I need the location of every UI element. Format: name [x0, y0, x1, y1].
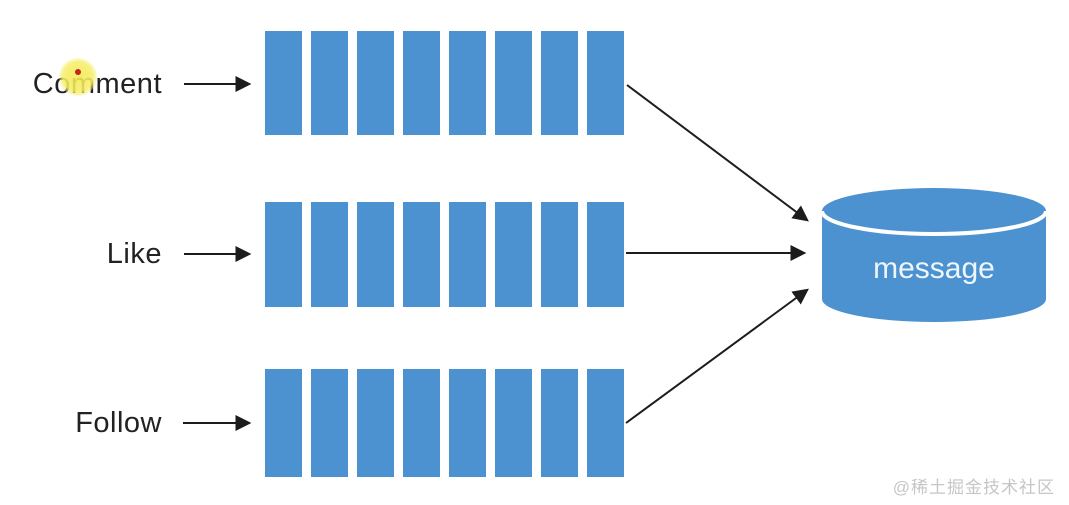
queue-slot	[357, 202, 394, 307]
queue-slot	[587, 202, 624, 307]
queue-slot	[357, 31, 394, 135]
queue-slot	[541, 202, 578, 307]
cylinder-top	[822, 188, 1046, 234]
laser-highlight	[59, 58, 97, 96]
queue-slot	[265, 369, 302, 477]
queue-slot	[357, 369, 394, 477]
queue-slot	[495, 369, 532, 477]
queue-comment	[265, 31, 624, 135]
database-label: message	[873, 252, 995, 285]
arrow-follow-queue-to-db	[625, 288, 809, 424]
laser-dot	[75, 69, 81, 75]
queue-slot	[265, 31, 302, 135]
queue-like	[265, 202, 624, 307]
queue-follow	[265, 369, 624, 477]
queue-slot	[587, 369, 624, 477]
database-cylinder: message	[820, 188, 1048, 322]
cylinder-divider	[820, 210, 1048, 236]
queue-slot	[495, 202, 532, 307]
queue-slot	[449, 369, 486, 477]
label-comment: Comment	[32, 68, 162, 100]
queue-slot	[311, 31, 348, 135]
queue-slot	[495, 31, 532, 135]
queue-slot	[311, 369, 348, 477]
arrow-comment-queue-to-db	[626, 84, 809, 222]
queue-slot	[403, 202, 440, 307]
label-like: Like	[106, 238, 162, 270]
queue-slot	[587, 31, 624, 135]
cylinder-body	[822, 211, 1046, 322]
queue-slot	[265, 202, 302, 307]
queue-slot	[403, 369, 440, 477]
queue-slot	[449, 31, 486, 135]
queue-slot	[449, 202, 486, 307]
label-follow: Follow	[75, 407, 162, 439]
watermark: @稀土掘金技术社区	[892, 478, 1055, 497]
queue-slot	[311, 202, 348, 307]
queue-slot	[403, 31, 440, 135]
queue-slot	[541, 31, 578, 135]
queue-slot	[541, 369, 578, 477]
